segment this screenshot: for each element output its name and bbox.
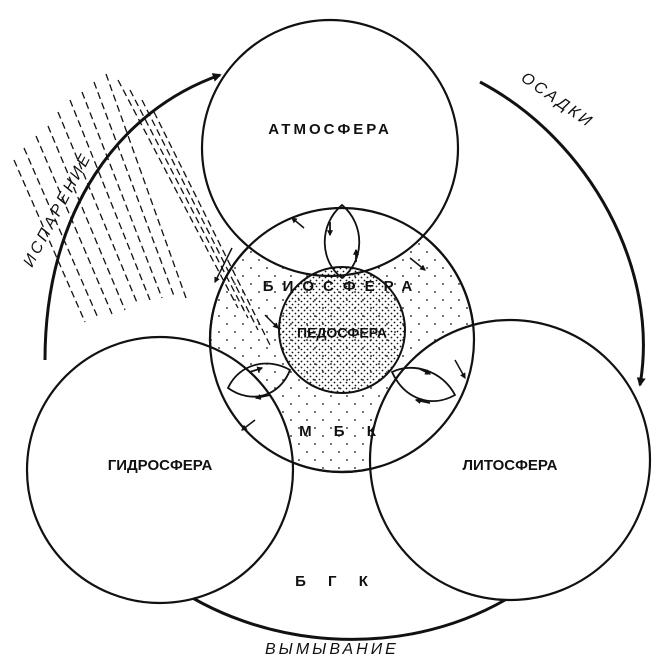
atmosphere-loop xyxy=(323,203,361,280)
hydrosphere-loop xyxy=(226,362,292,398)
precipitation-label: ОСАДКИ xyxy=(518,69,597,131)
biosphere-label: БИОСФЕРА xyxy=(263,278,421,295)
small-cycle-label: М Б К xyxy=(299,423,385,440)
atmosphere-label: АТМОСФЕРА xyxy=(268,121,392,138)
leaching-arc xyxy=(163,578,506,641)
biosphere-arrows xyxy=(214,217,466,431)
atmosphere-circle xyxy=(200,18,460,278)
small-cycle-loops xyxy=(226,203,457,402)
great-cycle-arcs xyxy=(43,73,646,641)
lithosphere-loop xyxy=(390,366,457,402)
hydrosphere-label: ГИДРОСФЕРА xyxy=(108,457,213,474)
pedosphere-label: ПЕДОСФЕРА xyxy=(297,325,387,341)
evaporation-arc xyxy=(43,73,222,361)
small-cycle-arrows xyxy=(249,222,432,404)
biosphere-outline xyxy=(208,206,476,474)
lithosphere-circle xyxy=(368,318,652,602)
lithosphere-label: ЛИТОСФЕРА xyxy=(463,457,558,474)
pedosphere-circle xyxy=(278,266,406,394)
great-cycle-label: Б Г К xyxy=(295,573,377,590)
leaching-label: ВЫМЫВАНИЕ xyxy=(265,641,399,658)
evaporation-label: ИСПАРЕНИЕ xyxy=(21,150,96,270)
precipitation-arc xyxy=(479,80,646,387)
